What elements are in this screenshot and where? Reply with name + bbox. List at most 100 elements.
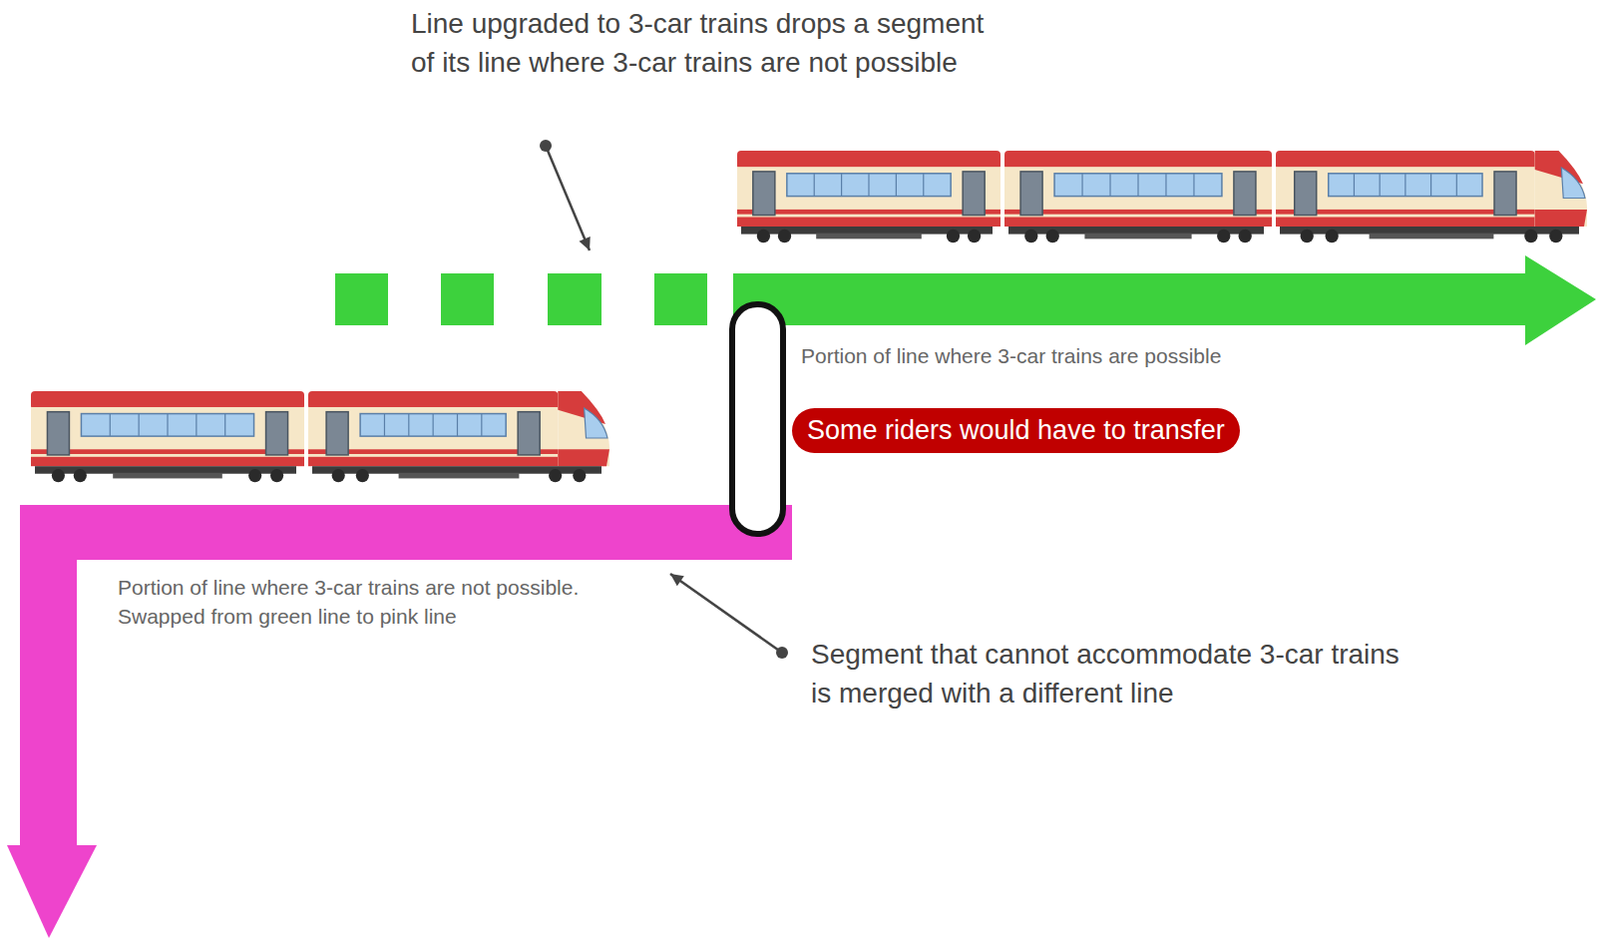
- car-door: [326, 411, 349, 455]
- car-door: [46, 411, 69, 455]
- wheel: [356, 468, 370, 482]
- dashed-segment: [547, 273, 602, 326]
- skirt: [1084, 233, 1192, 240]
- window-frame: [840, 173, 842, 197]
- window-frame: [1193, 173, 1195, 197]
- wheel: [1238, 229, 1252, 243]
- pink-arrowhead: [6, 844, 97, 938]
- wheel: [270, 468, 284, 482]
- car-band: [737, 166, 1001, 211]
- car-door: [1494, 171, 1517, 216]
- car-door: [753, 171, 776, 216]
- window-frame: [1456, 173, 1458, 197]
- car-band: [30, 406, 305, 450]
- car-door: [1020, 171, 1043, 216]
- window-frame: [109, 413, 111, 437]
- car-window: [1054, 173, 1222, 197]
- leader-arrowhead: [670, 573, 685, 586]
- windshield: [584, 407, 608, 438]
- window-frame: [895, 173, 897, 197]
- line-note: Portion of line where 3-car trains are n…: [117, 572, 662, 632]
- transfer-pill: Some riders would have to transfer: [792, 407, 1240, 453]
- wheel: [946, 229, 960, 243]
- callout-text: Line upgraded to 3-car trains drops a se…: [410, 3, 1010, 82]
- windshield: [1561, 167, 1586, 198]
- skirt: [815, 233, 922, 240]
- car-lower: [737, 209, 1001, 227]
- leader-dot: [539, 139, 552, 152]
- window-frame: [922, 173, 924, 197]
- car-door: [1294, 171, 1317, 216]
- wheel: [1549, 229, 1563, 243]
- car-window: [787, 173, 951, 197]
- wheel: [1300, 229, 1314, 243]
- window-frame: [480, 413, 482, 437]
- wheel: [1046, 229, 1060, 243]
- car-lower: [1004, 209, 1272, 227]
- green-line: [733, 273, 1527, 326]
- car-door: [1233, 171, 1256, 216]
- window-frame: [407, 413, 409, 437]
- wheel: [332, 468, 346, 482]
- leader-dot: [776, 646, 789, 659]
- car-band: [1004, 166, 1272, 211]
- window-frame: [432, 413, 434, 437]
- callout-text: Segment that cannot accommodate 3-car tr…: [810, 634, 1410, 713]
- nose-lower: [557, 448, 610, 466]
- train-nose: [557, 391, 610, 466]
- pink-line: [19, 504, 793, 560]
- wheel: [548, 468, 562, 482]
- car-window: [80, 413, 254, 437]
- car-stripe: [1004, 214, 1272, 218]
- wheel: [51, 468, 65, 482]
- car-lower: [30, 448, 305, 466]
- window-frame: [1081, 173, 1083, 197]
- skirt: [112, 472, 223, 479]
- window-frame: [813, 173, 815, 197]
- window-frame: [456, 413, 458, 437]
- car-door: [517, 411, 540, 455]
- window-frame: [1137, 173, 1139, 197]
- line-note: Portion of line where 3-car trains are p…: [800, 341, 1360, 371]
- dashed-segment: [440, 273, 494, 326]
- leader-arrowhead: [579, 236, 591, 251]
- green-arrowhead: [1525, 255, 1597, 346]
- window-frame: [1109, 173, 1111, 197]
- wheel: [778, 229, 792, 243]
- car-window: [1328, 173, 1483, 197]
- dashed-segment: [654, 273, 708, 326]
- skirt: [399, 472, 520, 479]
- wheel: [572, 468, 586, 482]
- window-frame: [867, 173, 869, 197]
- window-frame: [1165, 173, 1167, 197]
- window-frame: [1379, 173, 1381, 197]
- train-car: [1004, 150, 1272, 243]
- window-frame: [138, 413, 140, 437]
- car-window: [360, 413, 506, 437]
- node-text: Some riders would have to transfer: [806, 414, 1225, 446]
- train-car: [1275, 150, 1588, 243]
- window-frame: [166, 413, 168, 437]
- wheel: [967, 229, 981, 243]
- wheel: [1024, 229, 1038, 243]
- window-frame: [1353, 173, 1355, 197]
- wheel: [757, 229, 771, 243]
- skirt: [1369, 233, 1495, 240]
- train-car: [737, 150, 1001, 243]
- transfer-oval: [732, 304, 784, 534]
- train-car: [30, 391, 305, 482]
- wheel: [1325, 229, 1339, 243]
- train-nose: [1535, 150, 1588, 227]
- train-car: [308, 391, 610, 482]
- car-roof: [308, 391, 558, 410]
- dashed-segment: [335, 273, 389, 326]
- window-frame: [384, 413, 386, 437]
- pink-line: [19, 504, 77, 848]
- car-stripe: [737, 214, 1001, 218]
- leader-line: [545, 145, 590, 251]
- wheel: [73, 468, 87, 482]
- car-stripe: [30, 453, 305, 457]
- nose-lower: [1535, 209, 1588, 227]
- wheel: [1216, 229, 1230, 243]
